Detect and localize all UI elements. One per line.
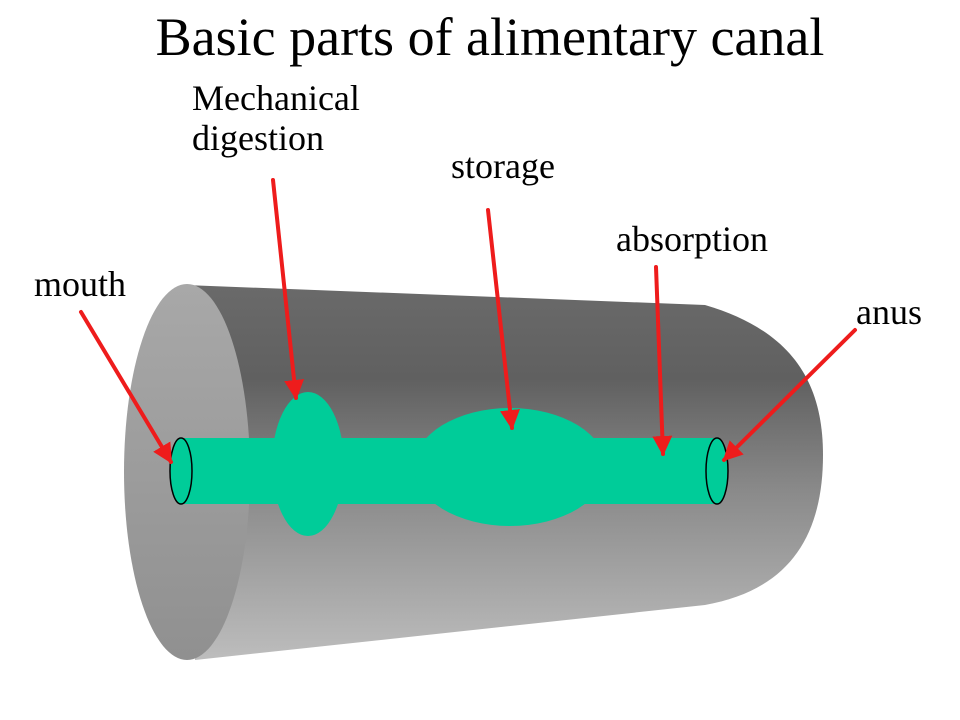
label-mechanical-digestion: Mechanical digestion — [192, 78, 360, 158]
arrow-anus — [722, 328, 857, 462]
diagram-title: Basic parts of alimentary canal — [155, 7, 825, 67]
arrow-absorption — [652, 265, 673, 456]
label-storage: storage — [451, 146, 555, 186]
label-anus: anus — [856, 292, 922, 332]
label-mechanical-line-1: Mechanical — [192, 78, 360, 118]
arrow-storage — [486, 208, 520, 430]
label-absorption: absorption — [616, 219, 768, 259]
arrow-mouth — [79, 310, 173, 464]
label-mechanical-line-2: digestion — [192, 118, 324, 158]
mechanical-digestion-bulge — [272, 392, 344, 536]
anus-opening — [705, 437, 729, 505]
mouth-opening — [169, 437, 193, 505]
storage-bulge — [414, 408, 606, 526]
arrow-mechanical-digestion — [271, 178, 305, 400]
digestive-canal — [181, 392, 718, 536]
label-mouth: mouth — [34, 264, 127, 304]
